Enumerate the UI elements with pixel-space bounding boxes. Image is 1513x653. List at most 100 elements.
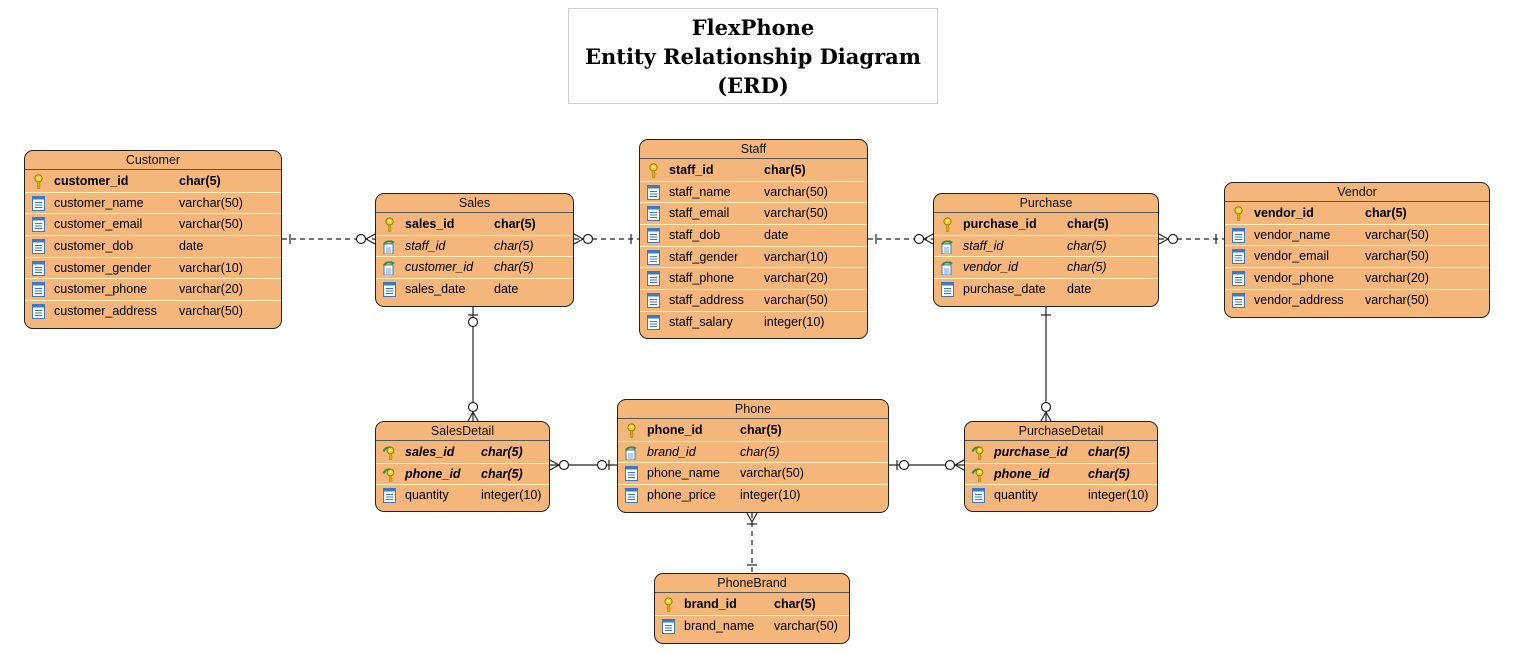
column-type: char(5)	[774, 597, 816, 611]
column-name: vendor_id	[963, 260, 1018, 275]
column-icon	[940, 282, 955, 298]
key-icon	[940, 217, 955, 232]
column-icon	[646, 293, 661, 309]
column-name: customer_address	[54, 304, 157, 319]
entity-name: SalesDetail	[376, 422, 549, 441]
column-type: char(5)	[1088, 466, 1130, 481]
column-type: varchar(50)	[764, 293, 828, 308]
column-name: phone_id	[405, 466, 461, 481]
foreign-key-icon	[940, 239, 955, 255]
column-icon	[382, 282, 397, 298]
column-type: char(5)	[1088, 445, 1130, 459]
key-icon	[646, 163, 661, 178]
primary-foreign-key-icon	[971, 445, 986, 460]
column-type: char(5)	[740, 423, 782, 437]
column-type: varchar(20)	[1365, 271, 1429, 286]
column-icon	[31, 217, 46, 233]
column-icon	[646, 271, 661, 287]
column-icon	[31, 304, 46, 320]
column-name: staff_name	[669, 184, 731, 199]
relationship-vendor-purchase	[1158, 233, 1224, 245]
column-name: customer_email	[54, 217, 143, 232]
column-icon	[382, 488, 397, 504]
column-row-purchase-id[interactable]: purchase_id char(5)	[965, 442, 1157, 464]
column-icon	[971, 488, 986, 504]
column-name: quantity	[405, 488, 449, 503]
column-icon	[1231, 271, 1246, 287]
column-icon	[646, 206, 661, 222]
key-icon	[661, 597, 676, 612]
column-type: char(5)	[1067, 217, 1109, 231]
column-name: brand_name	[684, 618, 755, 633]
column-type: integer(10)	[481, 488, 542, 503]
column-name: sales_id	[405, 217, 455, 231]
column-name: vendor_email	[1254, 249, 1330, 264]
column-name: brand_id	[647, 444, 696, 459]
foreign-key-icon	[382, 239, 397, 255]
column-type: varchar(50)	[179, 217, 243, 232]
column-name: customer_id	[405, 260, 474, 275]
column-name: purchase_id	[994, 445, 1068, 459]
column-type: varchar(50)	[1365, 292, 1429, 307]
column-row-quantity[interactable]: quantity integer(10)	[376, 485, 549, 507]
column-type: varchar(50)	[1365, 249, 1429, 264]
column-type: integer(10)	[764, 314, 825, 329]
relationship-staff-purchase	[868, 233, 934, 245]
column-type: char(5)	[481, 445, 523, 459]
column-row-vendor-email[interactable]: vendor_email varchar(50)	[1225, 246, 1489, 269]
column-row-customer-email[interactable]: customer_email varchar(50)	[25, 214, 281, 237]
column-type: char(5)	[764, 163, 806, 177]
